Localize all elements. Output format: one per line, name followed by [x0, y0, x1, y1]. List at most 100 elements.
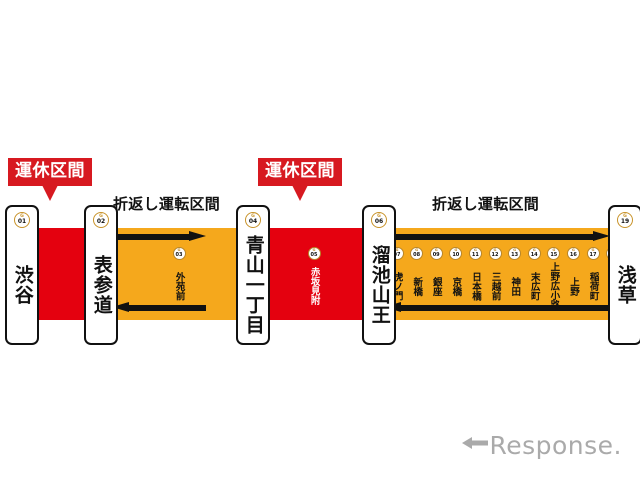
band-turnback-tameike-asakusa — [372, 228, 620, 320]
station-name: 赤坂見附 — [308, 267, 320, 305]
station-code-badge-icon: G 02 — [93, 212, 109, 228]
brand-watermark: Response. — [462, 433, 622, 458]
arrow-shaft — [128, 305, 206, 311]
intermediate-station-gaiemmae: G 03 外苑前 — [171, 247, 187, 310]
station-code-badge-icon: G 01 — [14, 212, 30, 228]
station-name: 青山一丁目 — [242, 235, 265, 335]
badge-number: 09 — [432, 251, 440, 258]
badge-number: 14 — [530, 251, 538, 258]
badge-prefix: G — [251, 213, 255, 219]
badge-number: 11 — [471, 251, 479, 258]
badge-prefix: G — [571, 248, 575, 253]
station-name: 京橋 — [450, 276, 462, 296]
station-plate-omotesando[interactable]: G 02 表参道 — [84, 205, 118, 345]
callout-label: 運休区間 — [15, 161, 85, 181]
station-name: 浅草 — [614, 265, 637, 305]
badge-prefix: G — [20, 213, 24, 219]
station-name: 上野広小路 — [548, 262, 560, 310]
arrow-head — [593, 231, 610, 241]
station-code-badge-icon: G 06 — [371, 212, 387, 228]
arrow-shaft — [384, 234, 594, 240]
badge-prefix: G — [395, 248, 399, 253]
arrow-head — [189, 231, 206, 241]
station-plate-shibuya[interactable]: G 01 渋谷 — [5, 205, 39, 345]
badge-number: 02 — [96, 218, 106, 226]
badge-number: 01 — [17, 218, 27, 226]
badge-number: 03 — [175, 251, 183, 258]
badge-prefix: G — [552, 248, 556, 253]
badge-prefix: G — [177, 248, 181, 253]
badge-prefix: G — [493, 248, 497, 253]
arrow-head — [112, 302, 129, 312]
arrow-right-right-section — [384, 231, 610, 242]
section-label-turnback-left: 折返し運転区間 — [113, 195, 221, 213]
badge-number: 07 — [393, 251, 401, 258]
station-name: 上野 — [567, 276, 579, 296]
badge-prefix: G — [415, 248, 419, 253]
badge-prefix: G — [99, 213, 103, 219]
station-plate-asakusa[interactable]: G 19 浅草 — [608, 205, 640, 345]
station-name: 銀座 — [430, 276, 442, 296]
station-code-badge-icon: G 05 — [307, 247, 321, 260]
badge-number: 08 — [413, 251, 421, 258]
band-suspended-aoyama-tameike — [248, 228, 380, 320]
badge-prefix: G — [473, 248, 477, 253]
section-label-turnback-right: 折返し運転区間 — [432, 195, 540, 213]
station-code-badge-icon: G 03 — [172, 247, 186, 260]
badge-prefix: G — [591, 248, 595, 253]
badge-number: 12 — [491, 251, 499, 258]
station-plate-tameike-sanno[interactable]: G 06 溜池山王 — [362, 205, 396, 345]
callout-suspended-left: 運休区間 — [8, 158, 92, 201]
badge-number: 16 — [569, 251, 577, 258]
callout-pointer-icon — [292, 185, 308, 201]
badge-number: 19 — [620, 218, 630, 226]
callout-suspended-middle: 運休区間 — [258, 158, 342, 201]
station-name: 神田 — [509, 276, 521, 296]
badge-prefix: G — [312, 248, 316, 253]
badge-prefix: G — [434, 248, 438, 253]
station-name: 新橋 — [411, 276, 423, 296]
station-name: 日本橋 — [469, 271, 481, 301]
badge-number: 04 — [248, 218, 258, 226]
station-name: 三越前 — [489, 271, 501, 301]
station-name: 末広町 — [528, 271, 540, 301]
station-code-badge-icon: G 04 — [245, 212, 261, 228]
station-name: 虎ノ門 — [391, 271, 403, 301]
badge-number: 13 — [511, 251, 519, 258]
badge-prefix: G — [454, 248, 458, 253]
arrow-shaft — [112, 234, 190, 240]
badge-prefix: G — [513, 248, 517, 253]
station-code-badge-icon: G 19 — [617, 212, 633, 228]
arrow-right-left-section — [112, 231, 206, 242]
badge-number: 10 — [452, 251, 460, 258]
station-plate-aoyama-itchome[interactable]: G 04 青山一丁目 — [236, 205, 270, 345]
callout-label: 運休区間 — [265, 161, 335, 181]
badge-prefix: G — [623, 213, 627, 219]
intermediate-station-akasaka-mitsuke: G 05 赤坂見附 — [306, 247, 322, 310]
badge-number: 17 — [589, 251, 597, 258]
arrow-shaft — [400, 305, 610, 311]
callout-pointer-icon — [42, 185, 58, 201]
brand-name: Response. — [489, 431, 622, 460]
station-name: 溜池山王 — [368, 245, 391, 325]
station-name: 稲荷町 — [587, 271, 599, 301]
